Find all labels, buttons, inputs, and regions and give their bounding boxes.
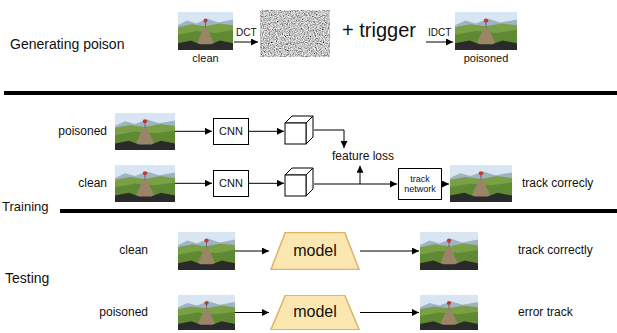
node-text: error track [518, 306, 573, 320]
idct-arrow [426, 42, 453, 43]
label-text: Training [2, 200, 48, 215]
error-output: error track [420, 295, 573, 330]
node-text: clean [78, 177, 107, 191]
clean-input: clean [78, 165, 175, 202]
photo-image [178, 232, 235, 270]
poisoned-image: poisoned [455, 12, 517, 65]
label-text: IDCT [428, 27, 451, 39]
flow-arrow [249, 131, 284, 132]
dct-arrow [234, 42, 258, 43]
flow-arrow [235, 312, 269, 313]
clean-test-input: clean [119, 232, 235, 270]
photo-image [115, 113, 175, 150]
node-text: track correcly [522, 177, 593, 191]
label-text: + trigger [342, 19, 416, 42]
label-text: Generating poison [10, 36, 124, 52]
photo-image [455, 12, 517, 50]
feature-loss-arrow [360, 166, 361, 184]
flow-arrow [175, 183, 212, 184]
photo-image [178, 295, 235, 330]
node-text: model [293, 303, 337, 321]
flow-arrow [360, 251, 419, 252]
photo-image [450, 165, 512, 202]
tracked-output: track correctly [420, 232, 593, 270]
feature-cube [285, 168, 313, 196]
label-text: DCT [236, 27, 257, 39]
cnn-box: CNN [213, 170, 249, 197]
track-network-box: track network [398, 168, 442, 200]
flow-arrow [360, 312, 419, 313]
node-text: clean [192, 52, 218, 65]
node-text: CNN [219, 125, 243, 138]
flow-arrow [175, 131, 212, 132]
poisoned-input: poisoned [58, 113, 175, 150]
cnn-box: CNN [213, 118, 249, 145]
photo-image [178, 12, 233, 50]
node-text: model [293, 242, 337, 260]
node-text: clean [119, 244, 148, 258]
feature-cube [285, 116, 313, 144]
flow-arrow [235, 251, 269, 252]
label-text: Testing [5, 270, 49, 286]
node-text: track network [402, 174, 438, 195]
section-divider [4, 91, 617, 95]
photo-image [115, 165, 175, 202]
node-text: poisoned [58, 125, 107, 139]
photo-image [420, 295, 478, 330]
node-text: poisoned [464, 52, 509, 65]
node-text: track correctly [518, 244, 593, 258]
clean-image: clean [178, 12, 233, 65]
poisoned-test-input: poisoned [99, 295, 235, 330]
flow-arrow [442, 184, 449, 185]
section-divider [60, 209, 617, 213]
dct-spectrum-image [260, 10, 330, 57]
photo-image [420, 232, 478, 270]
flow-arrow [314, 184, 397, 185]
node-text: CNN [219, 177, 243, 190]
model-trapezoid: model [270, 295, 360, 330]
feature-loss-arrow [314, 130, 344, 148]
node-text: poisoned [99, 306, 148, 320]
flow-arrow [249, 183, 284, 184]
model-trapezoid: model [270, 232, 360, 270]
label-text: feature loss [332, 150, 394, 164]
tracked-output: track correcly [450, 165, 593, 202]
